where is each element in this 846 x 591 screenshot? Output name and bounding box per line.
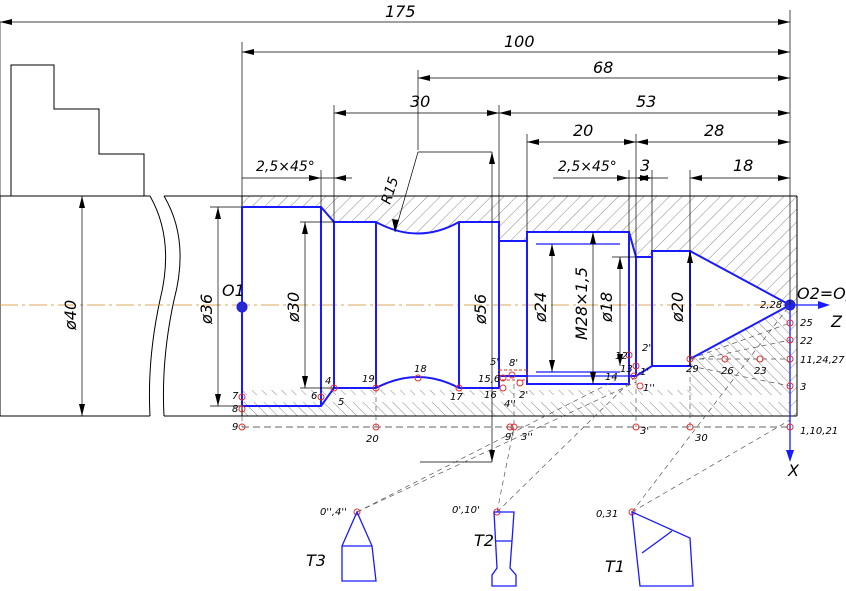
svg-text:2,28: 2,28 xyxy=(760,300,782,311)
label-z: Z xyxy=(830,312,843,331)
svg-text:3: 3 xyxy=(800,382,806,393)
svg-text:22: 22 xyxy=(800,336,813,347)
svg-text:26: 26 xyxy=(721,366,734,377)
svg-text:12: 12 xyxy=(615,351,628,362)
dim-m28: M28×1,5 xyxy=(572,267,591,340)
svg-text:14: 14 xyxy=(605,372,618,383)
chuck-jaw xyxy=(10,64,145,196)
dim-dia18: ø18 xyxy=(597,292,616,323)
dimension-texts: 175 100 68 30 53 20 28 2,5×45° 2,5×45° 3… xyxy=(61,2,753,340)
svg-text:15,6: 15,6 xyxy=(478,374,500,385)
tool-t1-label: T1 xyxy=(605,557,625,576)
svg-text:11,24,27: 11,24,27 xyxy=(800,355,845,366)
svg-text:30: 30 xyxy=(695,433,708,444)
tool-labels: T3 T2 T1 0'',4'' 0',10' 0,31 xyxy=(306,505,625,576)
svg-text:3': 3' xyxy=(640,426,649,437)
diameter-lines xyxy=(79,152,693,463)
dim-30: 30 xyxy=(410,92,430,111)
label-x: X xyxy=(787,461,800,480)
svg-text:2': 2' xyxy=(519,390,528,401)
svg-text:17: 17 xyxy=(450,392,463,403)
svg-text:8: 8 xyxy=(232,404,238,415)
svg-text:4'': 4'' xyxy=(504,399,516,410)
svg-text:9: 9 xyxy=(232,422,238,433)
dim-dia36: ø36 xyxy=(197,294,216,325)
reference-points xyxy=(238,319,794,516)
dim-chamfer-left: 2,5×45° xyxy=(256,159,315,175)
svg-text:6: 6 xyxy=(311,391,317,402)
svg-text:1': 1' xyxy=(640,367,649,378)
svg-text:5: 5 xyxy=(338,397,344,408)
tool-t1 xyxy=(631,510,694,587)
dim-dia24: ø24 xyxy=(531,292,550,323)
svg-text:9': 9' xyxy=(505,432,514,443)
dim-chamfer-right: 2,5×45° xyxy=(558,159,617,175)
svg-text:18: 18 xyxy=(414,364,427,375)
svg-text:20: 20 xyxy=(366,434,379,445)
svg-text:19: 19 xyxy=(362,374,375,385)
tool-t2 xyxy=(491,511,517,587)
svg-text:2': 2' xyxy=(642,343,651,354)
tool-path-lines xyxy=(241,304,791,513)
svg-text:23: 23 xyxy=(754,366,767,377)
tool-t3-label: T3 xyxy=(306,551,326,570)
svg-text:3'': 3'' xyxy=(521,432,533,443)
dim-dia30: ø30 xyxy=(284,292,303,323)
tool-t3 xyxy=(341,510,377,582)
svg-text:25: 25 xyxy=(800,318,813,329)
dim-20: 20 xyxy=(573,121,593,140)
svg-text:16: 16 xyxy=(484,390,497,401)
x-axis-arrow xyxy=(786,301,830,462)
svg-text:8': 8' xyxy=(509,358,518,369)
svg-text:1,10,21: 1,10,21 xyxy=(800,426,838,437)
dim-dia56: ø56 xyxy=(471,294,490,325)
dim-3: 3 xyxy=(640,156,650,175)
dim-18: 18 xyxy=(733,156,753,175)
point-labels: 4 5 6 7 8 9 19 18 17 20 15,6 16 5' 8' 4'… xyxy=(232,300,845,445)
origin-o1-marker xyxy=(236,301,248,313)
dim-53: 53 xyxy=(636,92,656,111)
label-o2: O2=Oд xyxy=(797,284,846,303)
dim-dia20: ø20 xyxy=(668,292,687,323)
tool-t3-point: 0'',4'' xyxy=(320,507,347,518)
dimension-lines xyxy=(0,10,791,305)
tool-t2-point: 0',10' xyxy=(452,505,480,516)
label-o1: O1 xyxy=(222,281,245,300)
dim-68: 68 xyxy=(593,58,613,77)
dim-dia40: ø40 xyxy=(61,300,80,331)
svg-text:13: 13 xyxy=(620,364,633,375)
svg-text:29: 29 xyxy=(686,364,699,375)
svg-text:7: 7 xyxy=(232,391,239,402)
origin-texts: O1 O2=Oд Z X xyxy=(222,281,846,480)
tool-t1-point: 0,31 xyxy=(596,509,618,520)
dim-28: 28 xyxy=(704,121,724,140)
tool-t2-label: T2 xyxy=(474,531,494,550)
svg-text:4: 4 xyxy=(325,376,331,387)
svg-text:5': 5' xyxy=(490,357,499,368)
dim-100: 100 xyxy=(504,32,535,51)
dim-175: 175 xyxy=(385,2,416,21)
svg-text:1'': 1'' xyxy=(643,383,655,394)
